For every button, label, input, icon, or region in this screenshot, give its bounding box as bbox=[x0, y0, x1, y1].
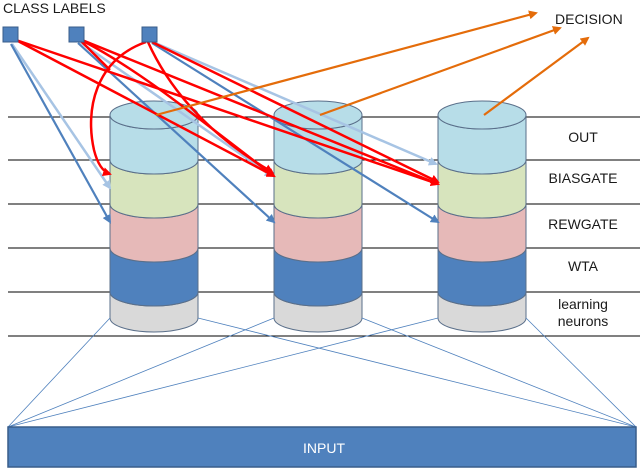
class-label-box bbox=[2, 26, 19, 43]
class-label-boxes bbox=[2, 26, 158, 43]
input-connection bbox=[7, 317, 275, 428]
input-bar bbox=[7, 426, 637, 468]
class-to-biasgate-light-connections bbox=[10, 40, 438, 190]
input-connections bbox=[7, 317, 637, 428]
cylinder-column bbox=[109, 100, 199, 333]
class-to-biasgate-red-connections bbox=[15, 38, 440, 186]
layer-label-rewgate: REWGATE bbox=[548, 216, 618, 232]
input-connection bbox=[197, 317, 637, 428]
cylinder-column bbox=[273, 100, 363, 333]
input-connection bbox=[361, 317, 637, 428]
orange-arrow bbox=[155, 10, 538, 117]
input-label: INPUT bbox=[303, 440, 345, 456]
layer-label-biasgate: BIASGATE bbox=[549, 170, 618, 186]
input-connection bbox=[525, 317, 637, 428]
red-arrow bbox=[15, 38, 440, 186]
red-arrow bbox=[79, 39, 111, 71]
layer-label-out: OUT bbox=[568, 129, 598, 145]
cylinders bbox=[109, 100, 527, 333]
light-blue-arrow bbox=[10, 43, 112, 190]
red-arrow bbox=[151, 40, 440, 184]
red-arrow bbox=[81, 38, 440, 186]
cylinder-top bbox=[437, 100, 527, 130]
class-label-box bbox=[68, 26, 85, 43]
blue-arrow bbox=[151, 42, 440, 224]
orange-arrow bbox=[319, 26, 562, 117]
cylinder-column bbox=[437, 100, 527, 333]
input-connection bbox=[7, 317, 439, 428]
decision-label: DECISION bbox=[555, 11, 623, 27]
orange-arrow bbox=[483, 36, 590, 116]
blue-arrow bbox=[10, 43, 111, 224]
light-blue-arrow bbox=[152, 40, 438, 166]
layer-label-wta: WTA bbox=[568, 258, 599, 274]
out-to-decision-connections bbox=[155, 10, 590, 117]
red-arrow bbox=[15, 38, 276, 178]
class-labels-title: CLASS LABELS bbox=[3, 0, 106, 16]
input-connection bbox=[7, 317, 111, 428]
class-label-box bbox=[141, 26, 158, 43]
